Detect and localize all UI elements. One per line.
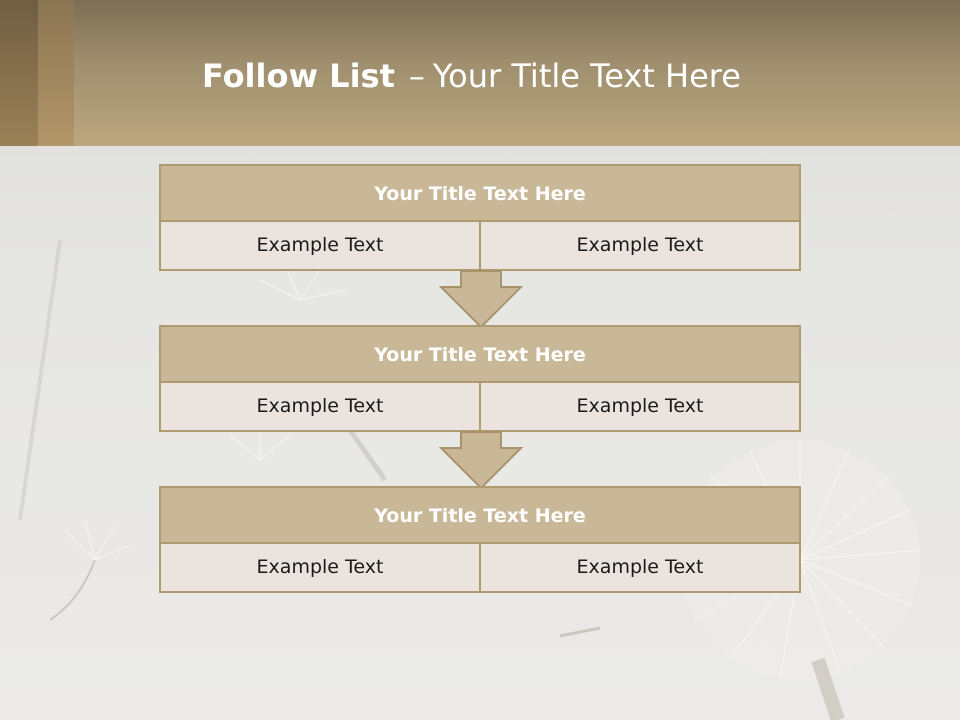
step-text-right: Example Text: [481, 222, 799, 269]
step-text-left: Example Text: [161, 222, 481, 269]
header-accent-bar-secondary: [38, 0, 74, 146]
step-text-left: Example Text: [161, 544, 481, 591]
step-box-3: Your Title Text Here Example Text Exampl…: [159, 486, 801, 593]
step-text-right: Example Text: [481, 383, 799, 430]
step-text-left: Example Text: [161, 383, 481, 430]
slide-title-separator: –: [408, 57, 425, 95]
down-arrow-icon: [439, 270, 523, 328]
step-box-1: Your Title Text Here Example Text Exampl…: [159, 164, 801, 271]
step-title: Your Title Text Here: [161, 327, 799, 383]
header-band: Follow List–Your Title Text Here: [0, 0, 960, 146]
step-text-right: Example Text: [481, 544, 799, 591]
down-arrow-icon: [439, 431, 523, 489]
step-title: Your Title Text Here: [161, 488, 799, 544]
step-title: Your Title Text Here: [161, 166, 799, 222]
slide-title-text: Your Title Text Here: [432, 57, 741, 95]
step-box-2: Your Title Text Here Example Text Exampl…: [159, 325, 801, 432]
header-accent-bar: [0, 0, 38, 146]
slide-title: Follow List–Your Title Text Here: [202, 56, 741, 96]
slide-title-bold: Follow List: [202, 57, 395, 95]
